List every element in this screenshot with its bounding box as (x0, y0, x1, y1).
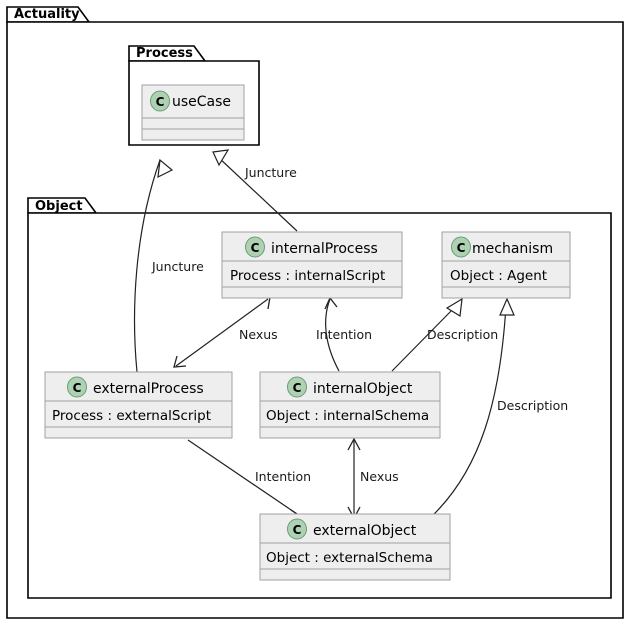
relation-line (217, 156, 298, 232)
relation-line (187, 439, 301, 517)
class-stereotype-letter: C (156, 95, 165, 109)
class-attribute-label: Object : externalSchema (266, 550, 433, 566)
relation-label-description-upper: Description (427, 327, 498, 342)
package-object-label: Object (35, 199, 83, 214)
package-process-label: Process (136, 46, 193, 61)
relation-line (133, 159, 161, 373)
relation-arrowhead-hollow-triangle (157, 158, 174, 179)
class-name-label: externalProcess (93, 381, 204, 397)
relation-internalobject-mechanism[interactable]: Description (391, 297, 498, 372)
relation-label-nexus-lower: Nexus (360, 469, 399, 484)
relation-arrowhead-open-up (347, 437, 361, 451)
relation-arrowhead-hollow-triangle (445, 297, 463, 318)
relation-line (391, 306, 456, 372)
class-stereotype-icon (287, 376, 307, 398)
relation-arrowhead-hollow-triangle (499, 297, 515, 316)
class-attribute-label: Object : Agent (450, 268, 547, 284)
relation-label-nexus-upper: Nexus (239, 327, 278, 342)
class-stereotype-icon (245, 236, 265, 258)
class-box-mechanism[interactable]: C mechanism Object : Agent (441, 231, 571, 299)
class-stereotype-icon (451, 236, 471, 258)
class-attribute-label: Process : internalScript (230, 268, 385, 284)
relation-label-juncture-left: Juncture (151, 259, 204, 274)
class-name-label: mechanism (472, 241, 553, 257)
relation-internalobject-externalobject[interactable]: Nexus (347, 437, 399, 520)
package-actuality-label: Actuality (14, 7, 80, 22)
relation-line (429, 305, 507, 519)
class-name-label: internalObject (313, 381, 413, 397)
relation-externalprocess-internalprocess[interactable]: Nexus (173, 296, 278, 368)
relation-externalprocess-usecase[interactable]: Juncture (133, 158, 205, 373)
relation-internalprocess-usecase[interactable]: Juncture (212, 149, 298, 232)
relation-label-description-right: Description (497, 398, 568, 413)
class-name-label: externalObject (313, 523, 417, 539)
class-stereotype-icon (150, 90, 170, 112)
class-box-externalprocess[interactable]: C externalProcess Process : externalScri… (44, 371, 233, 439)
class-box-externalobject[interactable]: C externalObject Object : externalSchema (259, 513, 451, 581)
class-stereotype-icon (287, 518, 307, 540)
relation-arrowhead-open-down (173, 355, 187, 368)
relation-line (175, 298, 269, 367)
class-stereotype-letter: C (457, 241, 466, 255)
class-name-label: useCase (172, 94, 231, 110)
class-box-usecase[interactable]: C useCase (141, 84, 245, 141)
class-stereotype-letter: C (293, 523, 302, 537)
class-box-internalobject[interactable]: C internalObject Object : internalSchema (259, 371, 441, 439)
class-name-label: internalProcess (271, 241, 378, 257)
relation-label-juncture-top: Juncture (244, 165, 297, 180)
class-stereotype-letter: C (251, 241, 260, 255)
class-attribute-label: Object : internalSchema (266, 408, 429, 424)
relation-line (325, 298, 340, 372)
relation-label-intention-lower: Intention (255, 469, 311, 484)
relation-externalobject-mechanism[interactable]: Description (429, 297, 568, 519)
class-stereotype-icon (67, 376, 87, 398)
class-attribute-label: Process : externalScript (52, 408, 211, 424)
class-box-internalprocess[interactable]: C internalProcess Process : internalScri… (221, 231, 403, 299)
class-stereotype-letter: C (293, 381, 302, 395)
relation-arrowhead-hollow-triangle (212, 149, 230, 167)
relation-label-intention-upper: Intention (316, 327, 372, 342)
class-stereotype-letter: C (73, 381, 82, 395)
